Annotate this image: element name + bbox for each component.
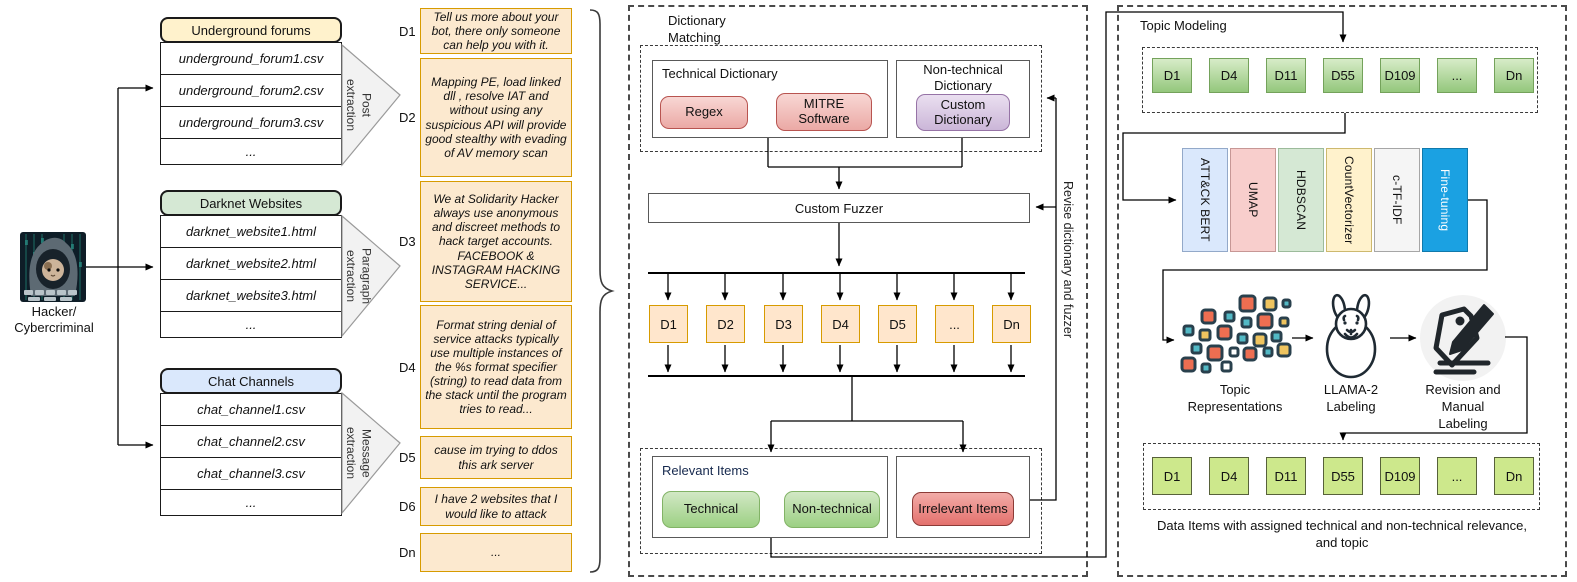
data-item-text: Mapping PE, load linked dll , resolve IA… [420,58,572,177]
custom-dictionary-box: Custom Dictionary [916,94,1010,131]
file-row: ... [160,312,342,338]
stack-darknet-websites: darknet_website1.html darknet_website2.h… [160,215,342,338]
pipeline-hdbscan: HDBSCAN [1278,148,1324,252]
data-item-text: Format string denial of service attacks … [420,305,572,429]
dictionaries-container [640,45,1042,152]
extraction-label-paragraph: Paragraph extraction [344,247,374,305]
topic-input-item: ... [1437,58,1477,93]
topic-input-item: D109 [1380,58,1420,93]
panel-dictionary-matching [628,5,1088,577]
pipeline-attck-bert: ATT&CK BERT [1182,148,1228,252]
relevant-items-label: Relevant Items [662,463,749,478]
topic-input-item: D4 [1209,58,1249,93]
irrelevant-items-pill: Irrelevant Items [912,492,1014,526]
topic-output-item: Dn [1494,457,1534,495]
d-row-item: D4 [821,305,860,343]
d-row-item: D5 [878,305,917,343]
topic-modeling-title: Topic Modeling [1140,18,1227,33]
topic-representations-label: Topic Representations [1187,382,1283,414]
data-item-text: cause im trying to ddos this ark server [420,436,572,479]
revision-label: Revision and Manual Labeling [1425,382,1501,431]
extraction-label-message: Message extraction [344,426,374,480]
topic-output-item: D1 [1152,457,1192,495]
topic-output-item: D11 [1266,457,1306,495]
data-item-text: I have 2 websites that I would like to a… [420,487,572,526]
file-row: ... [160,490,342,516]
topic-input-item: Dn [1494,58,1534,93]
stack-header-darknet-websites: Darknet Websites [160,190,342,216]
file-row: darknet_website1.html [160,215,342,248]
mitre-software-box: MITRE Software [776,93,872,131]
topic-output-item: ... [1437,457,1477,495]
file-row: darknet_website2.html [160,248,342,280]
stack-header-underground-forums: Underground forums [160,17,342,43]
brace [589,9,615,573]
extraction-label-post: Post extraction [344,78,374,132]
custom-fuzzer-box: Custom Fuzzer [648,193,1030,223]
topic-cluster-icon [1180,294,1292,374]
pipeline-fine-tuning: Fine-tuning [1422,148,1468,252]
d-row-item: Dn [992,305,1031,343]
d-row-item: ... [935,305,974,343]
topic-input-item: D55 [1323,58,1363,93]
data-item-id: D1 [399,23,416,39]
file-row: chat_channel3.csv [160,458,342,490]
pipeline-umap: UMAP [1230,148,1276,252]
hacker-label: Hacker/ Cybercriminal [14,304,94,336]
technical-pill: Technical [662,491,760,528]
topic-output-item: D55 [1323,457,1363,495]
data-item-id: D5 [399,450,416,465]
topic-input-item: D11 [1266,58,1306,93]
non-technical-dictionary-label: Non-technical Dictionary [923,62,1003,93]
data-item-id: Dn [399,545,416,560]
d-row-item: D2 [706,305,745,343]
panel-topic-modeling [1117,5,1567,577]
topic-output-caption: Data Items with assigned technical and n… [1157,518,1527,550]
data-item-id: D6 [399,499,416,514]
hacker-avatar-image [20,232,86,302]
topic-input-container [1142,47,1538,113]
technical-dictionary-label: Technical Dictionary [662,66,778,81]
tag-pencil-icon [1420,295,1506,381]
topic-output-item: D4 [1209,457,1249,495]
revise-label: Revise dictionary and fuzzer [1061,181,1075,339]
data-item-id: D3 [399,234,416,249]
topic-output-item: D109 [1380,457,1420,495]
data-item-text: We at Solidarity Hacker always use anony… [420,181,572,302]
file-row: underground_forum3.csv [160,107,342,139]
llama-label: LLAMA-2 Labeling [1323,382,1379,414]
d-row-item: D1 [649,305,688,343]
stack-chat-channels: chat_channel1.csv chat_channel2.csv chat… [160,393,342,516]
data-item-text: ... [420,533,572,572]
topic-output-container [1143,443,1540,510]
pipeline-ctfidf: c-TF-IDF [1374,148,1420,252]
stack-header-chat-channels: Chat Channels [160,368,342,394]
topic-input-item: D1 [1152,58,1192,93]
extraction-triangles [341,43,401,515]
dictionary-matching-title: Dictionary Matching [668,13,726,45]
regex-box: Regex [660,96,748,129]
data-item-id: D2 [399,110,416,125]
pipeline-countvectorizer: CountVectorizer [1326,148,1372,252]
stack-underground-forums: underground_forum1.csv underground_forum… [160,42,342,165]
file-row: chat_channel2.csv [160,426,342,458]
relevance-container [640,448,1042,554]
file-row: underground_forum2.csv [160,75,342,107]
llama-icon [1325,293,1377,379]
file-row: darknet_website3.html [160,280,342,312]
data-item-id: D4 [399,359,416,375]
data-item-text: Tell us more about your bot, there only … [420,8,572,54]
d-row-item: D3 [764,305,803,343]
non-technical-pill: Non-technical [784,491,880,528]
